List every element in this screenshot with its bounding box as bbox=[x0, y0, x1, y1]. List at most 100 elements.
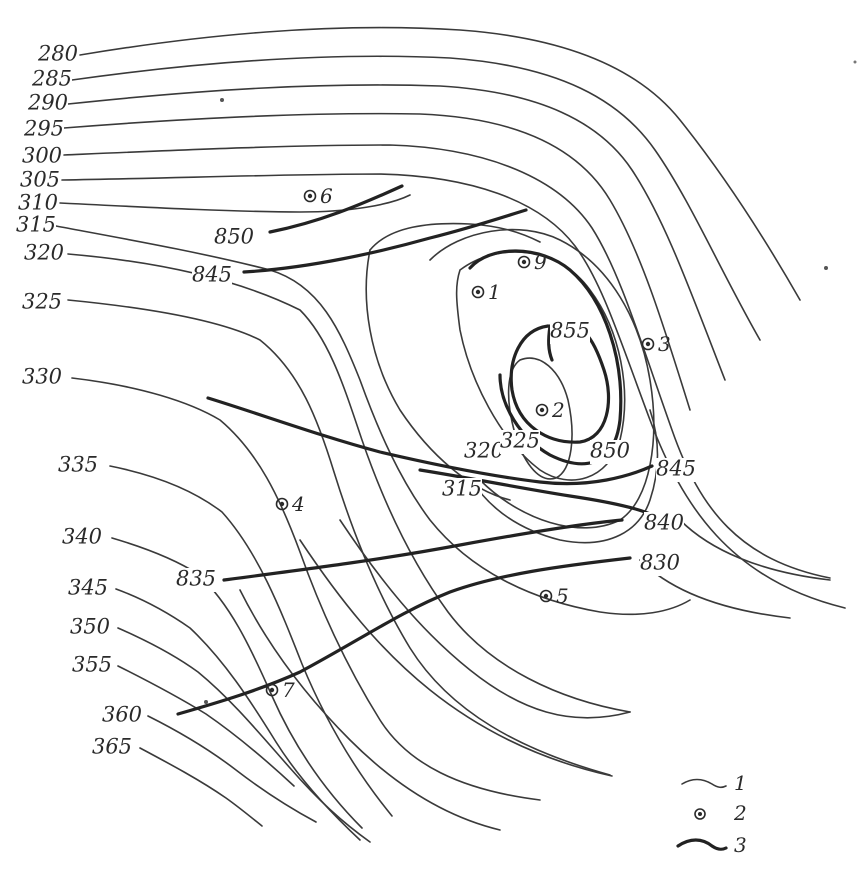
contour-label-285: 285 bbox=[31, 67, 72, 91]
well-dot bbox=[521, 259, 527, 265]
thin-contours bbox=[55, 26, 846, 843]
contour-360 bbox=[147, 715, 317, 823]
contour-label-halo bbox=[176, 568, 216, 592]
contour-label-335: 335 bbox=[58, 453, 98, 477]
well-label: 2 bbox=[551, 398, 565, 422]
well-dot bbox=[475, 289, 481, 295]
contour-label-halo bbox=[28, 92, 68, 116]
contour-label-325: 325 bbox=[22, 290, 62, 314]
contour-840 bbox=[418, 468, 652, 516]
contour-label-280: 280 bbox=[37, 42, 78, 66]
contour-295 bbox=[63, 112, 691, 411]
contour-label-halo bbox=[68, 577, 108, 601]
contour-355 bbox=[117, 665, 295, 787]
well-symbol-icon bbox=[535, 403, 549, 417]
well-6: 6 bbox=[303, 184, 333, 208]
contour-label-315: 315 bbox=[16, 213, 56, 237]
well-label: 6 bbox=[320, 184, 333, 208]
contour-label-320: 320 bbox=[24, 241, 64, 265]
contour-label-halo bbox=[442, 478, 482, 502]
contour-830 bbox=[176, 556, 632, 716]
well-2: 2 bbox=[535, 398, 565, 422]
contour-label-halo bbox=[192, 264, 232, 288]
well-5: 5 bbox=[539, 584, 569, 608]
contour-label-305: 305 bbox=[20, 168, 60, 192]
contour-label-300: 300 bbox=[22, 144, 62, 168]
well-symbol-icon bbox=[303, 189, 317, 203]
contour-label-halo bbox=[656, 458, 696, 482]
contour-label-halo bbox=[22, 145, 62, 169]
contour-label-830: 830 bbox=[640, 551, 680, 575]
contour-label-halo bbox=[24, 242, 64, 266]
contour-855-inner bbox=[547, 324, 554, 362]
contour-label-halo bbox=[464, 440, 504, 464]
contour-label-halo bbox=[38, 43, 78, 67]
contour-285 bbox=[71, 55, 761, 341]
contour-290 bbox=[67, 84, 726, 381]
well-4: 4 bbox=[275, 492, 305, 516]
contour-label-halo bbox=[644, 512, 684, 536]
contour-label-halo bbox=[70, 616, 110, 640]
contour-label-halo bbox=[500, 430, 540, 454]
contour-label-360: 360 bbox=[102, 703, 142, 727]
well-label: 4 bbox=[291, 492, 305, 516]
contour-label-850-e: 850 bbox=[590, 439, 630, 463]
well-label: 1 bbox=[488, 280, 501, 304]
contour-845-east bbox=[206, 396, 654, 486]
contour-label-halo bbox=[32, 68, 72, 92]
well-dot bbox=[307, 193, 313, 199]
legend-curve-3 bbox=[676, 838, 728, 851]
contour-label-halo bbox=[72, 654, 112, 678]
contour-label-850-nw: 850 bbox=[214, 225, 254, 249]
contour-mid-3 bbox=[239, 589, 501, 831]
contour-label-350: 350 bbox=[70, 615, 110, 639]
contour-325-core bbox=[507, 357, 573, 480]
contour-845-w bbox=[242, 208, 528, 274]
contour-325 bbox=[67, 299, 611, 776]
contour-label-845-e: 845 bbox=[656, 457, 696, 481]
well-dot bbox=[269, 687, 275, 693]
contour-label-halo bbox=[58, 454, 98, 478]
contour-label-840: 840 bbox=[644, 511, 684, 535]
well-9: 9 bbox=[517, 250, 547, 274]
contour-350 bbox=[117, 627, 371, 843]
contour-855 bbox=[509, 324, 611, 444]
legend-well-dot bbox=[698, 812, 702, 816]
well-label: 3 bbox=[658, 332, 671, 356]
contour-label-halo bbox=[24, 118, 64, 142]
contour-label-315-inner: 315 bbox=[442, 477, 482, 501]
legend-curve-1 bbox=[681, 778, 727, 789]
well-symbol-icon bbox=[471, 285, 485, 299]
well-1: 1 bbox=[471, 280, 501, 304]
contour-835 bbox=[222, 518, 624, 582]
contour-335 bbox=[109, 465, 393, 817]
contour-mid-2 bbox=[339, 519, 631, 719]
well-symbol-icon bbox=[275, 497, 289, 511]
contour-label-halo bbox=[16, 214, 56, 238]
contour-label-295: 295 bbox=[23, 117, 64, 141]
contour-label-835: 835 bbox=[176, 567, 216, 591]
contour-label-310: 310 bbox=[18, 191, 58, 215]
paper-speckles bbox=[204, 60, 857, 704]
contour-310 bbox=[59, 194, 411, 213]
contour-280 bbox=[79, 26, 801, 301]
well-label: 5 bbox=[556, 584, 569, 608]
contour-label-320-inner: 320 bbox=[464, 439, 504, 463]
contour-850-nw bbox=[268, 184, 404, 234]
contour-label-halo bbox=[214, 226, 254, 250]
well-dot bbox=[645, 341, 651, 347]
contour-label-halo bbox=[22, 366, 62, 390]
contour-east-2 bbox=[679, 519, 831, 581]
well-symbol-icon bbox=[641, 337, 655, 351]
well-symbol-icon bbox=[265, 683, 279, 697]
contour-label-855: 855 bbox=[550, 319, 590, 343]
contour-300 bbox=[63, 144, 831, 579]
contour-label-halo bbox=[18, 192, 58, 216]
contour-label-365: 365 bbox=[92, 735, 132, 759]
contour-label-halo bbox=[22, 291, 62, 315]
contour-labels: 2802852902953003053103153203253303353403… bbox=[16, 42, 696, 760]
contour-320-loop bbox=[429, 228, 655, 529]
contour-label-halo bbox=[102, 704, 142, 728]
contour-label-340: 340 bbox=[62, 525, 102, 549]
